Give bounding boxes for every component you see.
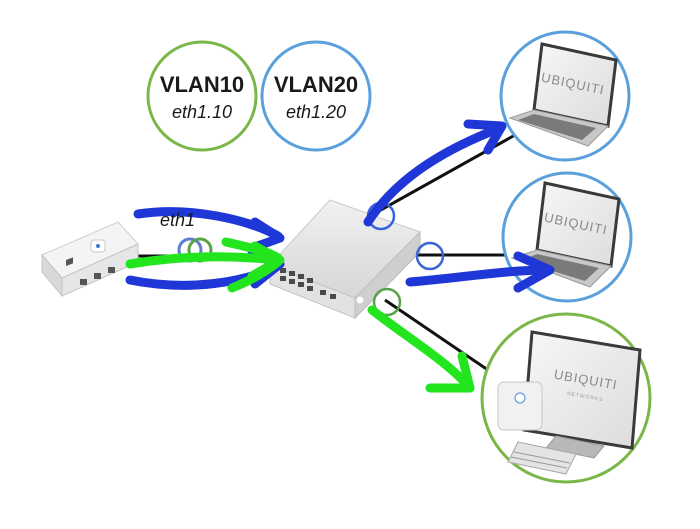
green-arrows xyxy=(125,237,475,393)
vlan10-interface: eth1.10 xyxy=(172,102,232,122)
desktop-tower xyxy=(497,381,543,431)
desktop-power-icon xyxy=(514,392,526,404)
vlan10-name: VLAN10 xyxy=(160,72,244,97)
desktop-stand xyxy=(545,435,605,459)
switch-ports xyxy=(280,268,336,299)
vlan20-interface: eth1.20 xyxy=(286,102,346,122)
trunk-label: eth1 xyxy=(160,210,195,230)
ring-desktop xyxy=(372,287,402,317)
switch-device xyxy=(269,199,421,320)
vlan20-circle xyxy=(260,40,372,152)
switch-led-icon xyxy=(355,295,365,305)
vlan10-circle xyxy=(146,40,258,152)
router-port-3 xyxy=(94,273,101,279)
laptop-top-device: UBIQUITI xyxy=(499,30,631,162)
vlan10-legend: VLAN10 eth1.10 xyxy=(146,40,258,152)
router-port-1 xyxy=(66,257,73,266)
blue-arrow-laptop-middle xyxy=(405,265,553,287)
desktop-device: UBIQUITI NETWORKS xyxy=(480,312,652,484)
vlan20-name: VLAN20 xyxy=(274,72,358,97)
ring-laptop-middle xyxy=(415,241,445,271)
router-device xyxy=(41,221,139,298)
blue-arrow-laptop-top xyxy=(363,123,505,227)
vlan20-legend: VLAN20 eth1.20 xyxy=(260,40,372,152)
green-trunk-arrow-upper xyxy=(125,252,281,269)
blue-arrows xyxy=(125,119,555,293)
router-port-2 xyxy=(80,279,87,285)
router-port-4 xyxy=(108,267,115,273)
green-arrow-desktop xyxy=(367,305,475,393)
